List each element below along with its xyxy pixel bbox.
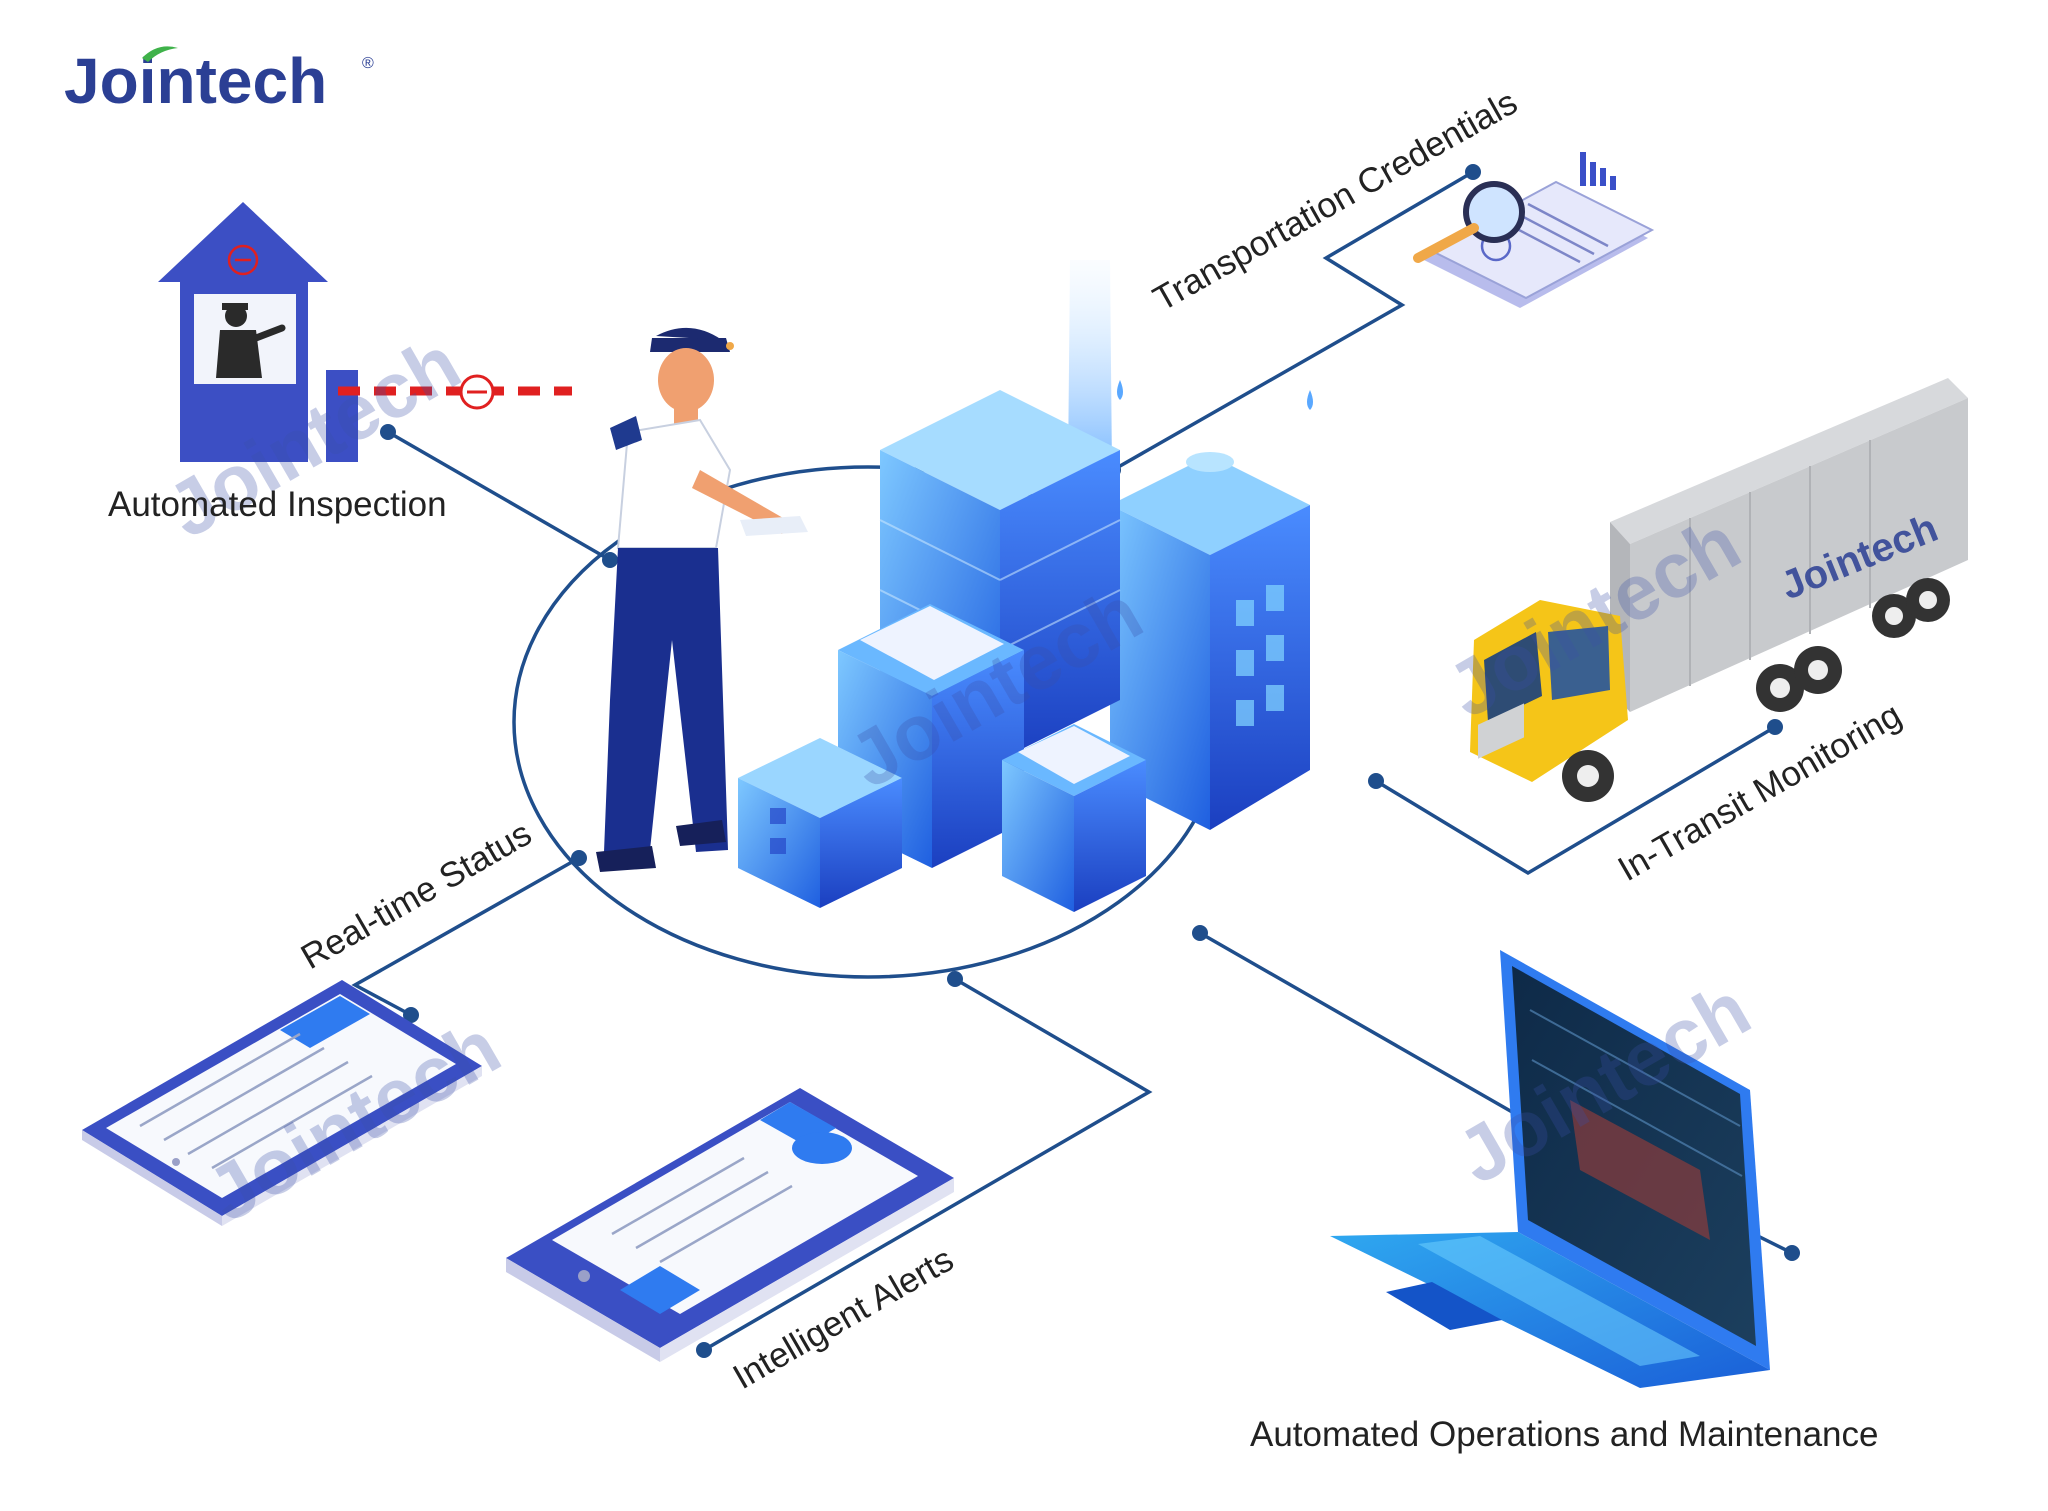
node-dot bbox=[571, 850, 587, 866]
credentials-document-icon bbox=[1413, 152, 1655, 308]
label-automated-operations: Automated Operations and Maintenance bbox=[1250, 1415, 1878, 1454]
node-dot bbox=[1192, 925, 1208, 941]
node-dot bbox=[1784, 1245, 1800, 1261]
tablet-icon bbox=[82, 980, 482, 1226]
connector-alerts bbox=[703, 977, 1153, 1352]
cargo-hub-illustration bbox=[738, 260, 1313, 912]
connector-credentials bbox=[1112, 170, 1474, 472]
node-dot bbox=[947, 971, 963, 987]
laptop-icon bbox=[1330, 950, 1770, 1388]
guard-booth-icon bbox=[158, 202, 572, 462]
node-dot bbox=[602, 552, 618, 568]
logo-leaf-icon bbox=[142, 46, 178, 62]
logo-text: Jointech bbox=[64, 45, 327, 117]
phone-icon bbox=[506, 1088, 954, 1362]
node-dot bbox=[1465, 164, 1481, 180]
connector-status bbox=[351, 856, 580, 1017]
node-dot bbox=[1767, 719, 1783, 735]
jointech-logo: Jointech ® bbox=[64, 45, 374, 117]
label-realtime-status: Real-time Status bbox=[295, 814, 539, 977]
inspector-figure bbox=[596, 327, 808, 872]
node-dot bbox=[696, 1342, 712, 1358]
node-dot bbox=[403, 1007, 419, 1023]
logo-registered-mark: ® bbox=[362, 55, 374, 72]
connector-inspection bbox=[387, 430, 611, 562]
connector-transit bbox=[1375, 725, 1776, 876]
truck-icon bbox=[1470, 378, 1968, 802]
node-dot bbox=[380, 424, 396, 440]
node-dot bbox=[1368, 773, 1384, 789]
label-in-transit-monitoring: In-Transit Monitoring bbox=[1612, 695, 1908, 889]
label-automated-inspection: Automated Inspection bbox=[108, 485, 447, 524]
connector-lines bbox=[351, 170, 1793, 1352]
